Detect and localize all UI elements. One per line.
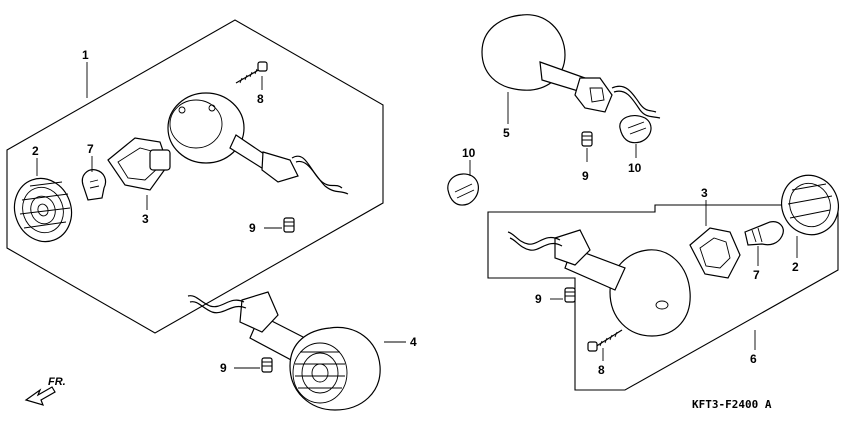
callout-8-right: 8 [598, 363, 605, 377]
lens-2-left [13, 177, 73, 243]
leader-lines [36, 62, 798, 369]
bulb-7-left [81, 169, 107, 201]
screw-9-upper-right [581, 131, 593, 147]
callout-9-left: 9 [249, 221, 256, 235]
screw-8-left [235, 61, 268, 84]
housing-right [507, 229, 691, 337]
socket-3-left [107, 137, 171, 191]
callout-3-right: 3 [701, 186, 708, 200]
callout-10-right: 10 [628, 161, 642, 175]
housing-left [167, 92, 349, 195]
diagram-code: KFT3-F2400 A [692, 398, 772, 411]
front-arrow-icon [24, 386, 56, 406]
callout-9-lower: 9 [220, 361, 227, 375]
grommet-10-left [447, 173, 479, 206]
turn-signal-4 [187, 291, 381, 411]
callout-9-upper-right: 9 [582, 169, 589, 183]
callout-1: 1 [82, 48, 89, 62]
socket-3-right [689, 227, 741, 279]
screw-9-left [283, 217, 295, 233]
turn-signal-5 [481, 14, 661, 119]
callout-5: 5 [503, 126, 510, 140]
callout-8-left: 8 [257, 92, 264, 106]
callout-10-left: 10 [462, 146, 476, 160]
callout-2-right: 2 [792, 260, 799, 274]
frame-assembly-1 [6, 19, 384, 334]
callout-6: 6 [750, 352, 757, 366]
screw-9-lower [261, 357, 273, 373]
callout-3-left: 3 [142, 212, 149, 226]
callout-2-left: 2 [32, 144, 39, 158]
callout-9-right: 9 [535, 292, 542, 306]
screw-9-right [564, 287, 576, 303]
screw-8-right [587, 329, 623, 352]
callout-7-right: 7 [753, 268, 760, 282]
front-direction-label: FR. [48, 376, 66, 388]
callout-4: 4 [410, 335, 417, 349]
grommet-10-right [619, 115, 652, 144]
bulb-7-right [744, 221, 784, 246]
lens-2-right [781, 174, 839, 236]
callout-7-left: 7 [87, 142, 94, 156]
frame-assembly-6 [487, 204, 839, 391]
